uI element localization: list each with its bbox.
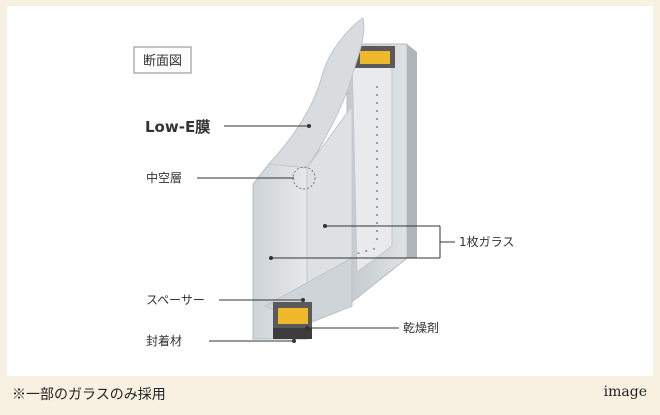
title-box: 断面図 <box>133 46 192 74</box>
footer-note: ※一部のガラスのみ採用 <box>12 387 166 403</box>
top-spacer-block <box>355 46 395 68</box>
hollow-layer-marker <box>292 166 316 190</box>
image-tag: image <box>603 384 647 400</box>
front-glass-pane <box>252 17 365 340</box>
label-hollow-layer: 中空層 <box>146 170 182 185</box>
label-single-glass: 1枚ガラス <box>459 234 514 249</box>
label-low-e: Low-E膜 <box>145 118 210 136</box>
diagram-panel: 断面図 <box>7 6 653 376</box>
label-sealant: 封着材 <box>146 333 182 348</box>
leader-lines <box>197 125 455 342</box>
label-spacer: スペーサー <box>146 293 205 307</box>
bottom-spacer-block <box>273 302 312 339</box>
leader-dots <box>269 124 327 343</box>
glass-cross-section-diagram: 断面図 <box>133 17 514 348</box>
label-desiccant: 乾燥剤 <box>403 320 439 335</box>
diagram-title: 断面図 <box>143 54 182 69</box>
